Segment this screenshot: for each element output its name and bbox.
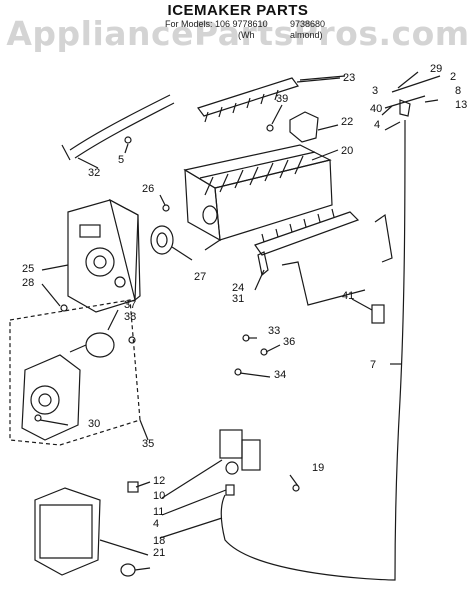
callout-4: 4	[374, 119, 381, 131]
callout-27: 27	[194, 271, 207, 283]
shutoff-arm	[61, 94, 175, 161]
paren-right: almond)	[290, 30, 323, 40]
callout-10: 10	[153, 490, 166, 502]
ejector-blade	[197, 75, 346, 123]
shutoff-wire	[281, 213, 393, 324]
callout-26: 26	[142, 183, 155, 195]
callout-37: 37	[124, 299, 137, 311]
module-housing	[67, 198, 141, 313]
callout-4b: 4	[153, 518, 160, 530]
callout-29: 29	[430, 63, 443, 75]
callout-21: 21	[153, 547, 166, 559]
callout-36: 36	[283, 336, 296, 348]
leader-lines	[39, 71, 439, 571]
callout-19: 19	[312, 462, 325, 474]
callout-11: 11	[153, 506, 165, 518]
callout-30: 30	[88, 418, 101, 430]
callout-5: 5	[118, 154, 125, 166]
models-suffix: 9738680	[290, 19, 326, 29]
callout-20: 20	[341, 145, 354, 157]
callout-24: 24	[232, 282, 245, 294]
water-tube	[220, 75, 441, 581]
callout-38: 38	[124, 311, 137, 323]
callout-22: 22	[341, 116, 354, 128]
callout-8: 8	[455, 85, 462, 97]
callout-12: 12	[153, 475, 166, 487]
callout-34: 34	[274, 369, 287, 381]
callout-18: 18	[153, 535, 166, 547]
paren-left: (Wh	[238, 30, 255, 40]
callout-41: 41	[342, 290, 355, 302]
callout-25: 25	[22, 263, 35, 275]
water-valve	[127, 429, 261, 496]
callout-35: 35	[142, 438, 155, 450]
diagram-title: ICEMAKER PARTS	[167, 2, 309, 19]
mounting-plate-group	[9, 299, 141, 446]
models-prefix: For Models: 106 9778610	[165, 19, 268, 29]
callout-39: 39	[276, 93, 289, 105]
filter-cover	[34, 487, 136, 577]
callout-23: 23	[343, 72, 356, 84]
callout-2: 2	[450, 71, 457, 83]
callout-32: 32	[88, 167, 101, 179]
callout-31: 31	[232, 293, 245, 305]
callout-28: 28	[22, 277, 35, 289]
callout-13: 13	[455, 99, 468, 111]
callout-3: 3	[372, 85, 379, 97]
fill-cup	[289, 111, 319, 143]
callout-33: 33	[268, 325, 281, 337]
icemaker-mold-assembly	[183, 144, 333, 251]
callout-40: 40	[370, 103, 383, 115]
stripper	[254, 208, 360, 277]
callout-7: 7	[370, 359, 377, 371]
screws	[34, 124, 300, 492]
motor	[150, 225, 174, 255]
